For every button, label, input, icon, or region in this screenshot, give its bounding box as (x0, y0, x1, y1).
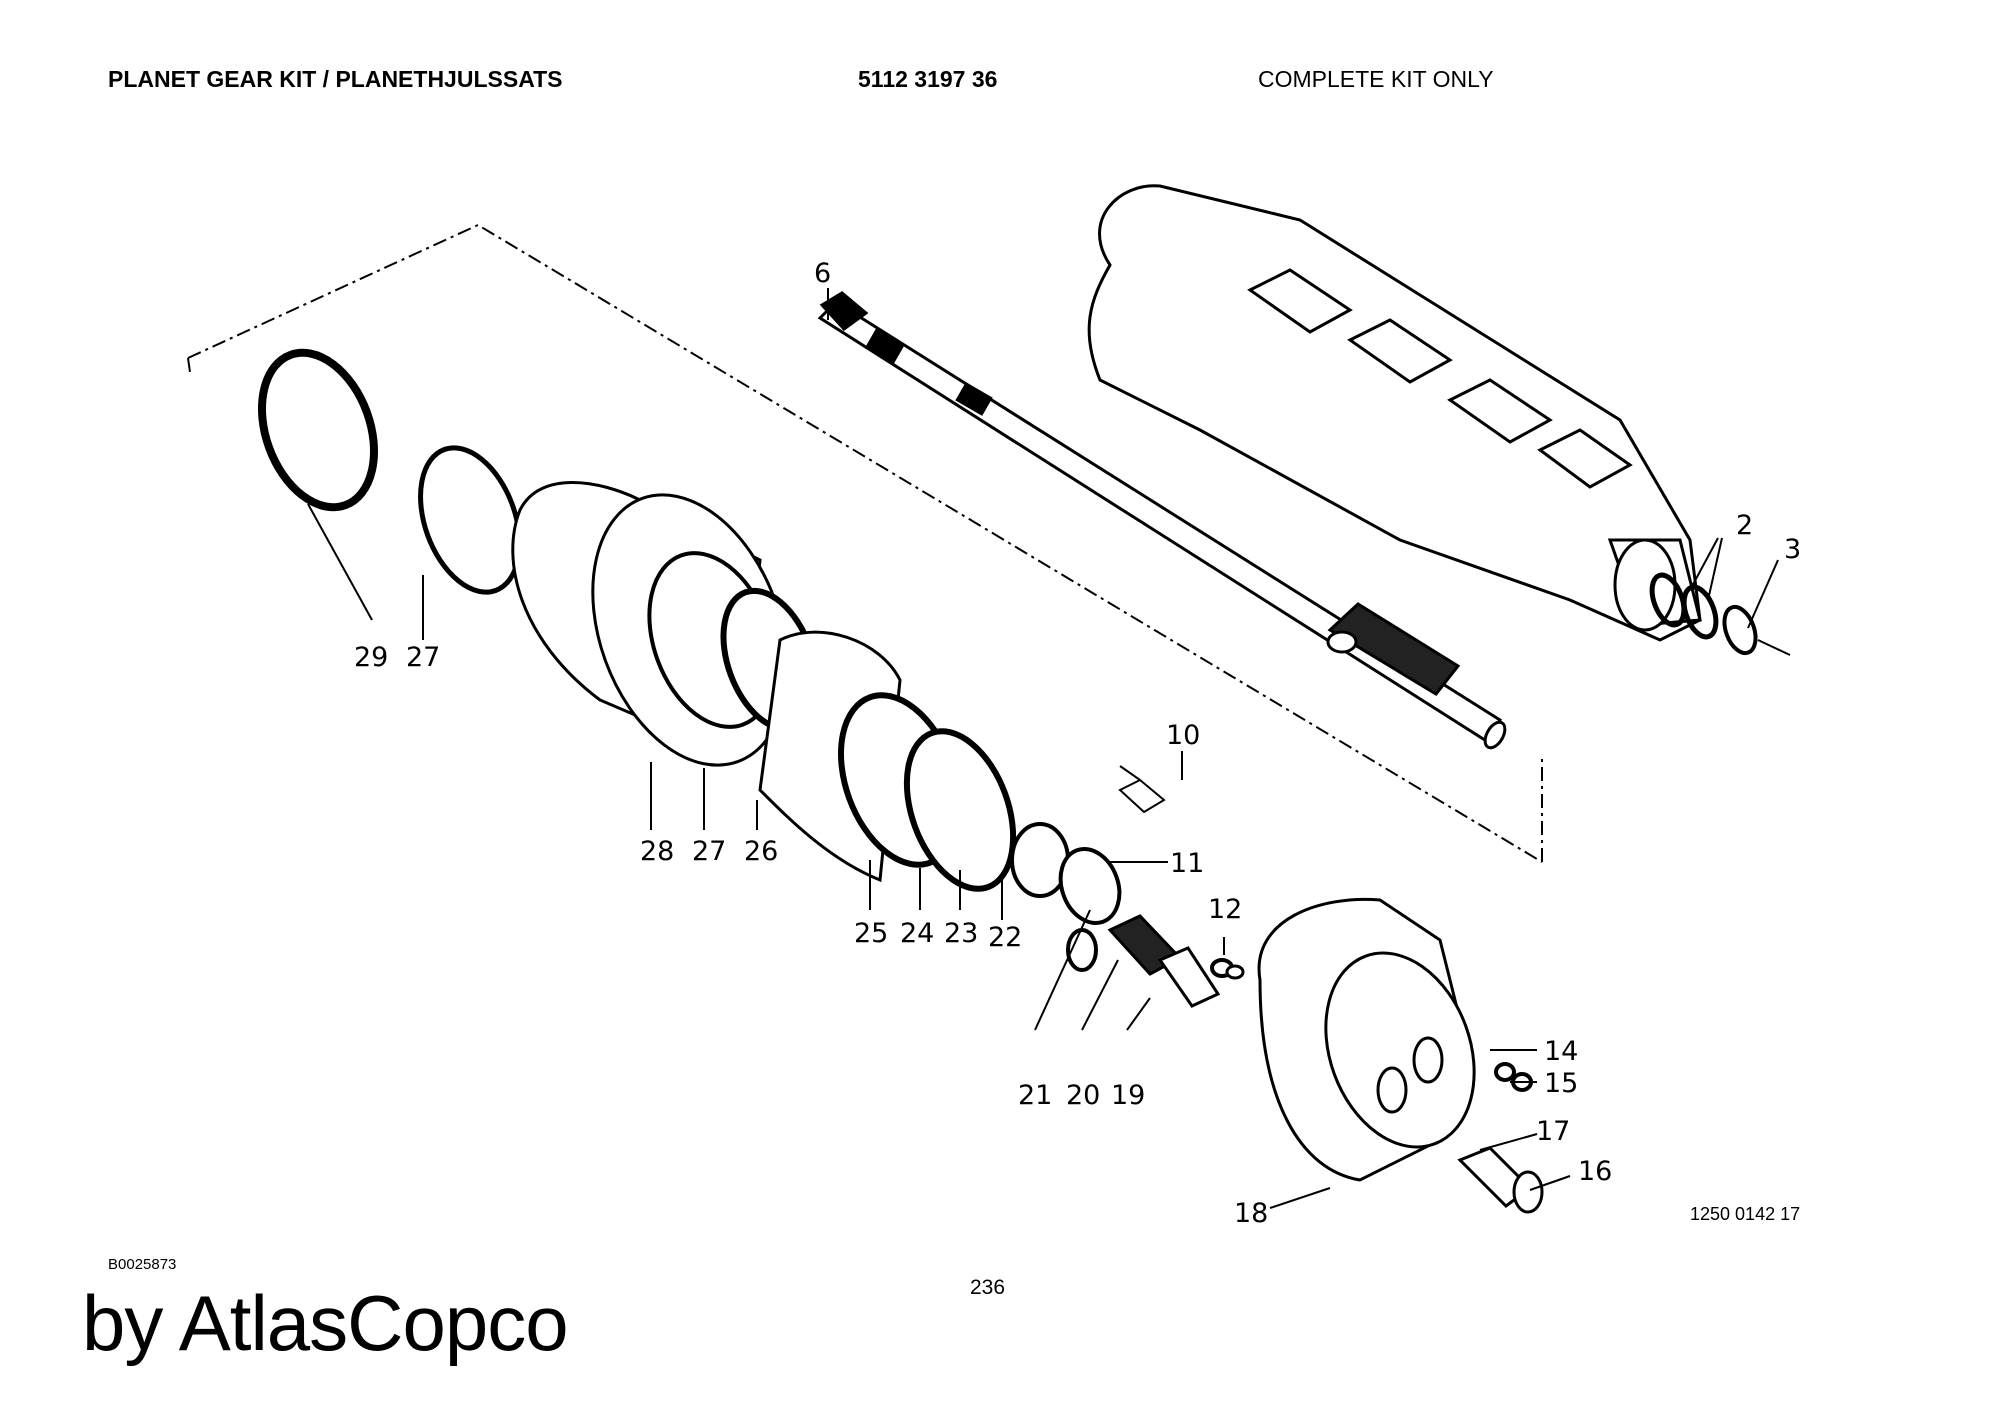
callout-26: 26 (744, 836, 778, 867)
assembly-axis-line (187, 223, 1543, 863)
callout-25: 25 (854, 918, 888, 949)
callout-17: 17 (1536, 1116, 1570, 1147)
drawing-number: 1250 0142 17 (1690, 1204, 1801, 1224)
callout-14: 14 (1544, 1036, 1578, 1067)
callout-20: 20 (1066, 1080, 1100, 1111)
callout-15: 15 (1544, 1068, 1578, 1099)
callout-21: 21 (1018, 1080, 1052, 1111)
callout-23: 23 (944, 918, 978, 949)
callout-18: 18 (1234, 1198, 1268, 1229)
callout-10: 10 (1166, 720, 1200, 751)
callout-11: 11 (1170, 848, 1204, 879)
planet-carrier-cover (1257, 897, 1544, 1214)
callout-24: 24 (900, 918, 934, 949)
callout-27-seal: 27 (406, 642, 440, 673)
callout-19: 19 (1111, 1080, 1145, 1111)
callout-27-bearing: 27 (692, 836, 726, 867)
axle-housing (1087, 184, 1702, 642)
callout-16: 16 (1578, 1156, 1612, 1187)
drive-shaft (817, 291, 1507, 750)
kit-note: COMPLETE KIT ONLY (1258, 66, 1494, 92)
callout-2: 2 (1736, 510, 1753, 541)
callout-3: 3 (1784, 534, 1801, 565)
callout-labels: 2 3 6 10 11 12 14 15 16 17 18 19 20 21 2… (354, 258, 1801, 1229)
document-code: B0025873 (108, 1256, 177, 1273)
callout-28: 28 (640, 836, 674, 867)
callout-6: 6 (814, 258, 831, 289)
page-title: PLANET GEAR KIT / PLANETHJULSSATS (108, 66, 563, 92)
kit-part-number: 5112 3197 36 (858, 66, 998, 92)
wheel-hub-assembly (257, 348, 1245, 1008)
brand-wordmark: by AtlasCopco (82, 1279, 569, 1367)
callout-22: 22 (988, 922, 1022, 953)
page-number: 236 (970, 1276, 1006, 1299)
leader-lines (307, 288, 1779, 1209)
callout-29: 29 (354, 642, 388, 673)
callout-12: 12 (1208, 894, 1242, 925)
